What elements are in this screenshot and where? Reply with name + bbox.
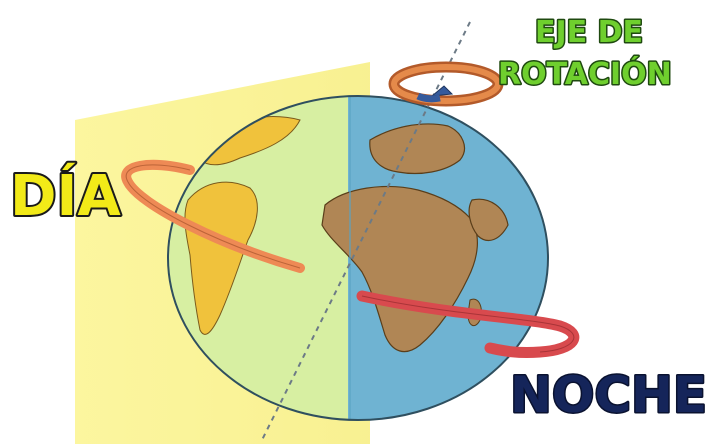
label-dia: DÍA bbox=[10, 163, 121, 229]
label-eje-line2: ROTACIÓN bbox=[498, 55, 672, 92]
label-noche: NOCHE bbox=[510, 366, 706, 424]
axis-rotation-arrow-icon bbox=[394, 67, 498, 101]
label-eje-line1: EJE DE bbox=[535, 15, 643, 50]
